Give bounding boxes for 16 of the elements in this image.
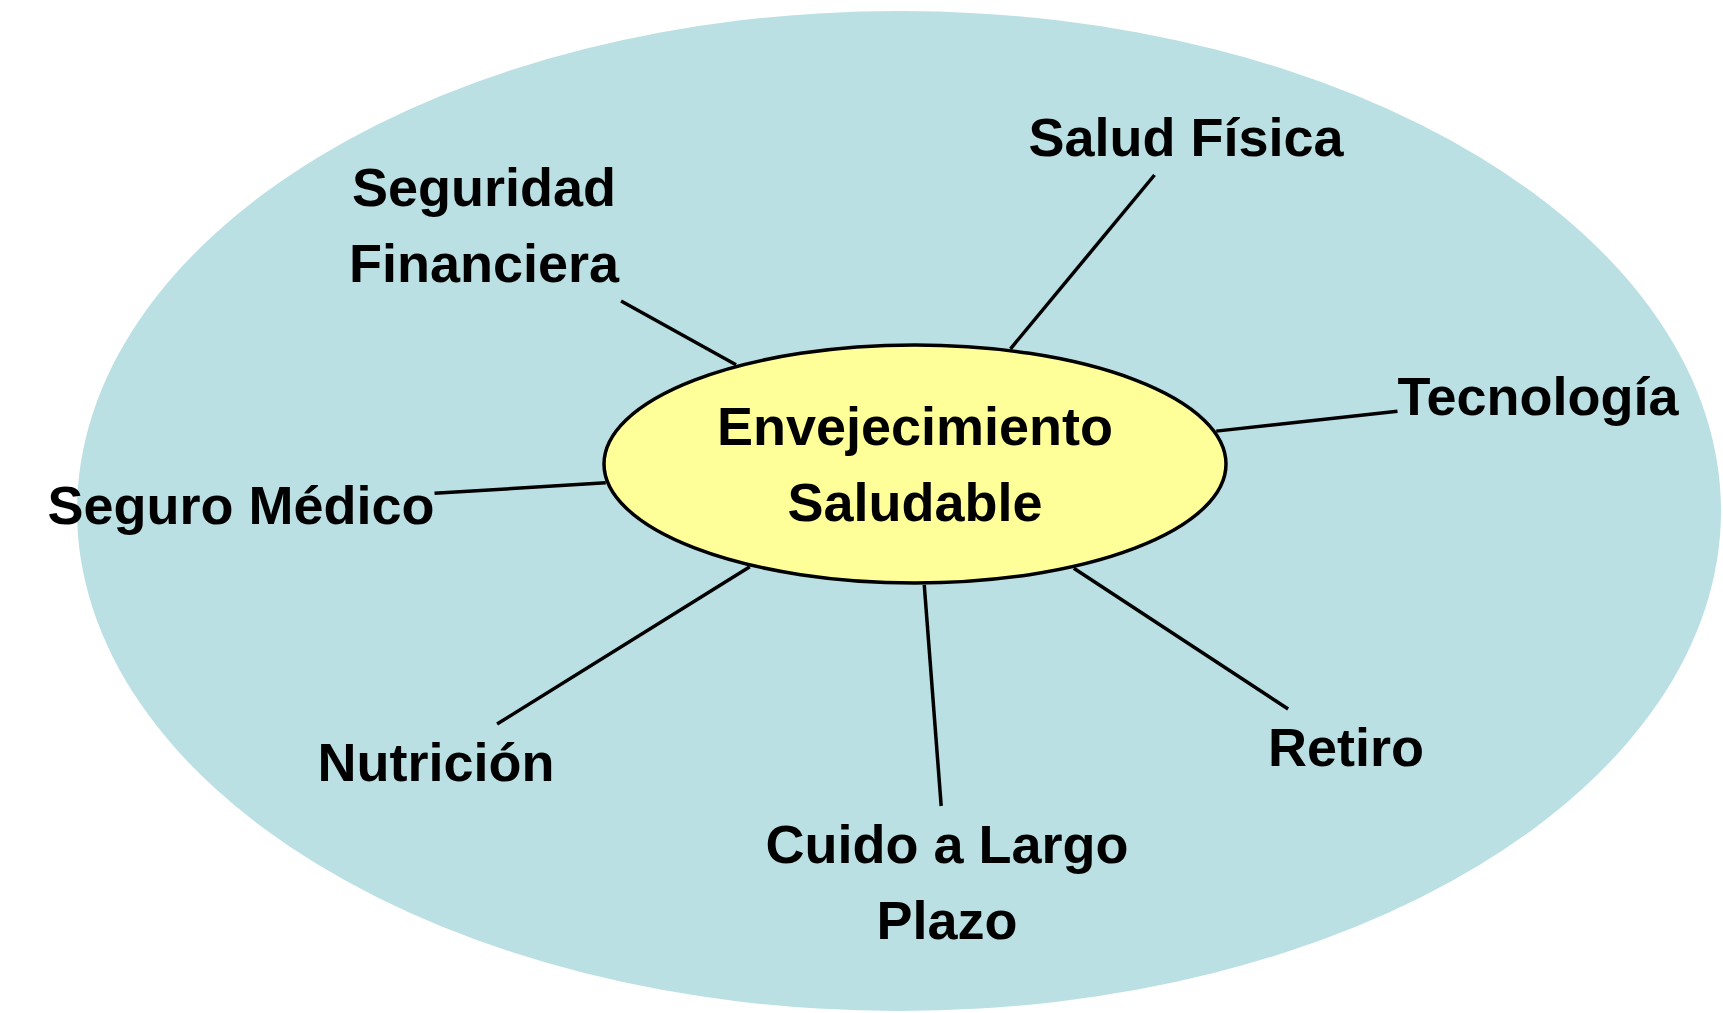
topic-label: Seguridad Financiera xyxy=(304,149,664,301)
topic-label: Retiro xyxy=(1268,709,1424,785)
connector-line xyxy=(922,584,943,807)
topic-label: Tecnología xyxy=(1397,358,1679,434)
topic-label: Nutrición xyxy=(317,724,555,800)
connector-line xyxy=(1009,173,1156,350)
connector-line xyxy=(620,299,737,367)
connector-line xyxy=(1216,409,1398,433)
connector-line xyxy=(496,565,751,726)
central-label: Envejecimiento Saludable xyxy=(715,395,1115,534)
topic-label: Salud Física xyxy=(1028,99,1344,175)
topic-label: Seguro Médico xyxy=(47,467,435,543)
central-ellipse xyxy=(602,343,1228,585)
connector-line xyxy=(434,481,606,495)
topic-label: Cuido a Largo Plazo xyxy=(712,806,1182,958)
connector-line xyxy=(1072,566,1290,711)
